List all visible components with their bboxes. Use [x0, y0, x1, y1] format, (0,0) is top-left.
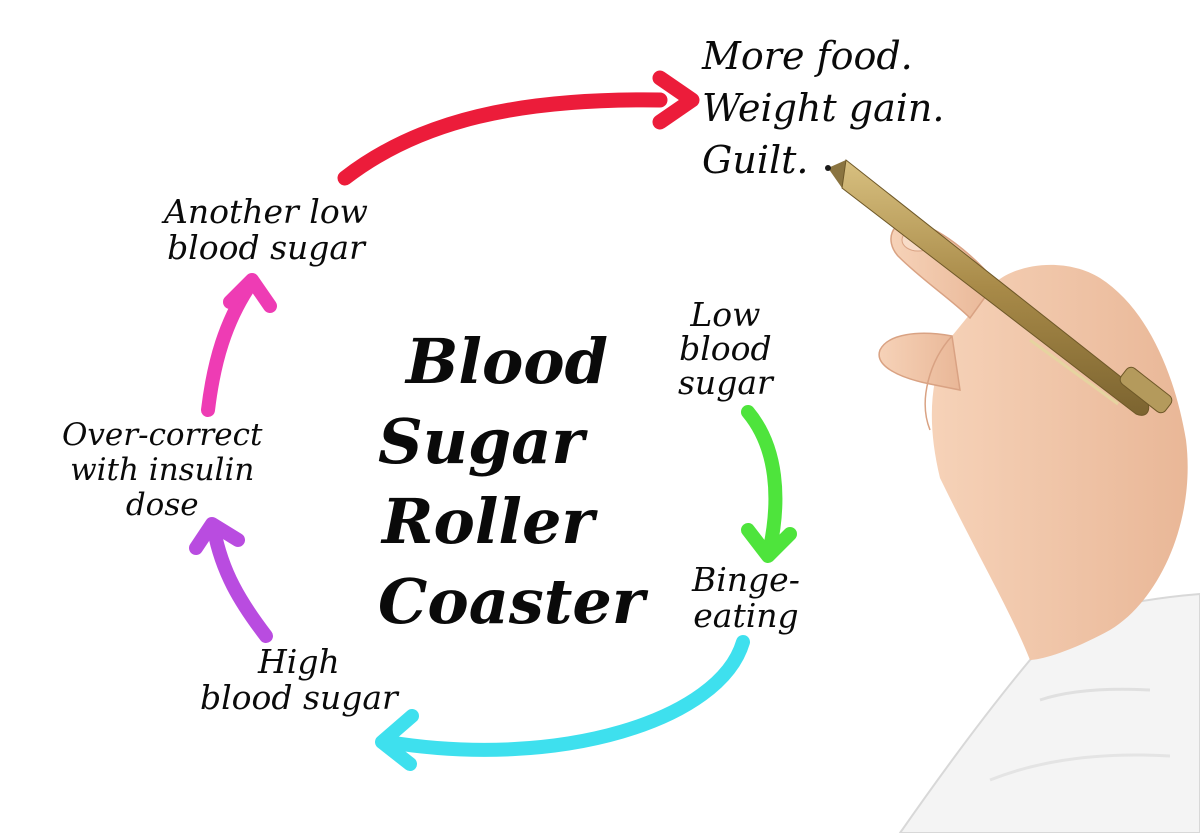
node-high: High blood sugar: [200, 644, 398, 716]
low-line-3: sugar: [678, 363, 773, 402]
binge-line-2: eating: [693, 596, 799, 635]
over-correct-line-2: with insulin: [70, 452, 255, 488]
low-line-1: Low: [690, 295, 761, 334]
arrow-red: [337, 70, 700, 186]
node-low: Low blood sugar: [678, 298, 773, 400]
high-line-1: High: [258, 642, 340, 681]
pen: [825, 159, 1173, 416]
another-low-line-1: Another low: [164, 192, 368, 231]
arrow-cyan: [375, 635, 750, 771]
hand: [878, 221, 1188, 660]
outcome-line-2: Weight gain.: [702, 86, 945, 130]
node-binge: Binge- eating: [692, 562, 800, 634]
arrow-purple: [189, 517, 273, 643]
title-line-4: Coaster: [378, 565, 645, 638]
over-correct-line-3: dose: [125, 487, 199, 523]
sleeve: [898, 592, 1200, 833]
another-low-line-2: blood sugar: [167, 228, 365, 267]
title-line-3: Roller: [382, 485, 595, 558]
node-outcome: More food. Weight gain. Guilt.: [702, 30, 944, 186]
over-correct-line-1: Over-correct: [62, 417, 263, 453]
outcome-line-3: Guilt.: [702, 138, 809, 182]
node-over-correct: Over-correct with insulin dose: [62, 418, 262, 523]
title-line-2: Sugar: [378, 405, 585, 478]
diagram-title: Blood Sugar Roller Coaster: [378, 322, 645, 642]
title-line-1: Blood: [406, 325, 609, 398]
binge-line-1: Binge-: [692, 560, 800, 599]
outcome-line-1: More food.: [702, 34, 913, 78]
high-line-2: blood sugar: [200, 678, 398, 717]
low-line-2: blood: [679, 329, 772, 368]
arrow-pink: [201, 273, 277, 417]
node-another-low: Another low blood sugar: [164, 194, 368, 266]
arrow-green: [741, 405, 797, 563]
